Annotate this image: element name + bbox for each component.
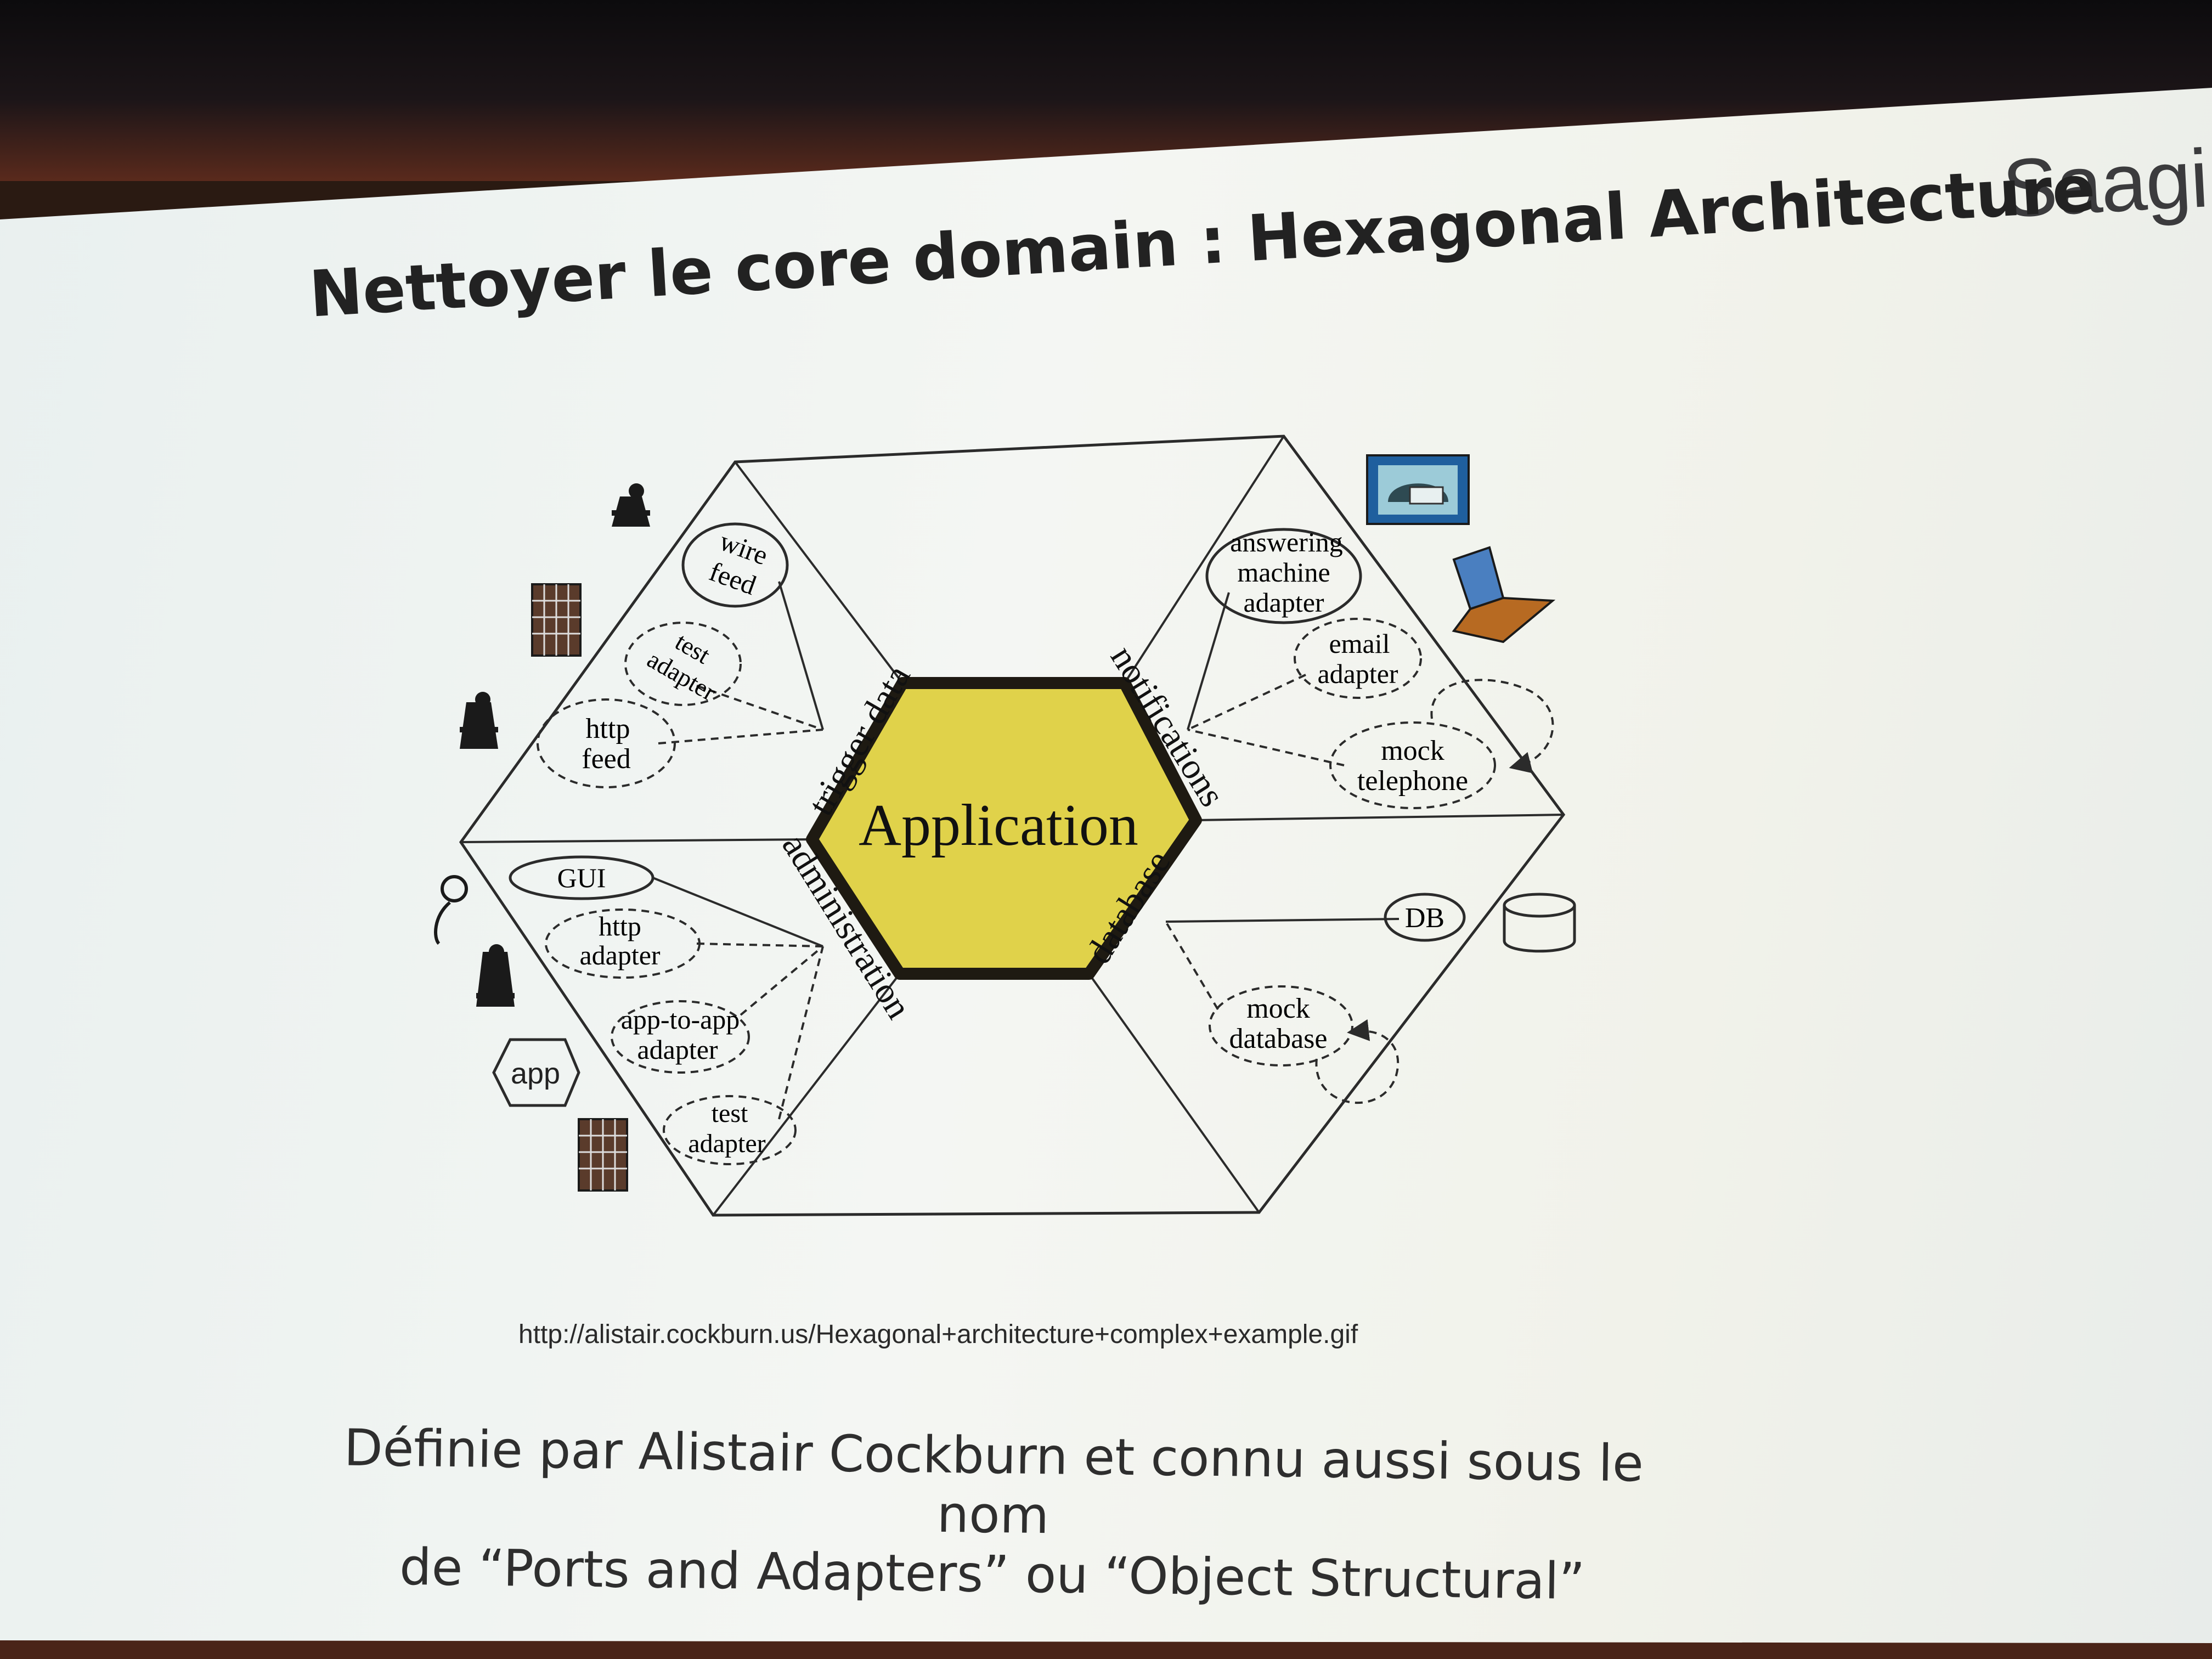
answering-machine-line2: machine xyxy=(1237,557,1330,588)
wire-feed-adapter xyxy=(681,522,789,608)
slide-caption: Définie par Alistair Cockburn et connu a… xyxy=(328,1418,1658,1612)
caption-line-1: Définie par Alistair Cockburn et connu a… xyxy=(343,1418,1644,1545)
mock-database-line2: database xyxy=(1229,1023,1327,1054)
gui-adapter-label: GUI xyxy=(557,862,606,893)
db-adapter xyxy=(1384,893,1466,942)
laptop-icon xyxy=(1452,546,1556,644)
mock-telephone-line2: telephone xyxy=(1357,765,1468,797)
database-cylinder-icon xyxy=(1503,893,1576,953)
db-adapter-label: DB xyxy=(1405,902,1444,934)
person-icon xyxy=(434,875,468,945)
telephone-icon xyxy=(1366,454,1470,525)
http-adapter xyxy=(545,909,701,979)
user-at-desk-icon xyxy=(612,483,650,527)
gui-adapter xyxy=(509,855,654,900)
answering-machine-line3: adapter xyxy=(1243,587,1324,618)
http-feed-line1: http xyxy=(586,713,630,744)
source-url: http://alistair.cockburn.us/Hexagonal+ar… xyxy=(518,1320,1358,1349)
test-adapter-bottom-line2: adapter xyxy=(688,1129,765,1158)
answering-machine-line1: answering xyxy=(1230,527,1343,557)
adapter-connectors xyxy=(652,581,1400,1120)
app-to-app-line2: adapter xyxy=(637,1034,718,1065)
http-feed-adapter xyxy=(537,698,676,788)
application-core-hexagon xyxy=(806,677,1202,980)
http-adapter-line1: http xyxy=(599,911,641,941)
user-at-desk-icon xyxy=(476,944,515,1007)
hexagon-spokes xyxy=(460,435,1564,1216)
app-actor-label: app xyxy=(511,1057,560,1090)
app-to-app-adapter xyxy=(611,1000,750,1074)
spreadsheet-icon xyxy=(578,1118,628,1192)
email-adapter xyxy=(1294,618,1422,699)
app-hexagon-icon xyxy=(492,1038,580,1107)
test-adapter-top xyxy=(624,622,742,706)
test-adapter-bottom xyxy=(663,1095,797,1165)
mock-telephone-loop xyxy=(1430,679,1554,774)
mock-database-line1: mock xyxy=(1246,993,1310,1024)
mock-database-loop xyxy=(1315,1019,1400,1104)
http-adapter-line2: adapter xyxy=(579,940,660,970)
answering-machine-adapter xyxy=(1205,528,1362,624)
email-adapter-line1: email xyxy=(1329,628,1390,659)
spreadsheet-icon xyxy=(531,583,582,657)
application-label: Application xyxy=(859,793,1138,858)
test-adapter-bottom-line1: test xyxy=(712,1099,748,1128)
email-adapter-line2: adapter xyxy=(1317,658,1398,689)
user-at-desk-icon xyxy=(460,692,498,749)
app-to-app-line1: app-to-app xyxy=(621,1004,740,1035)
http-feed-line2: feed xyxy=(582,743,630,775)
mock-telephone-adapter xyxy=(1329,721,1496,809)
mock-telephone-line1: mock xyxy=(1381,735,1444,766)
